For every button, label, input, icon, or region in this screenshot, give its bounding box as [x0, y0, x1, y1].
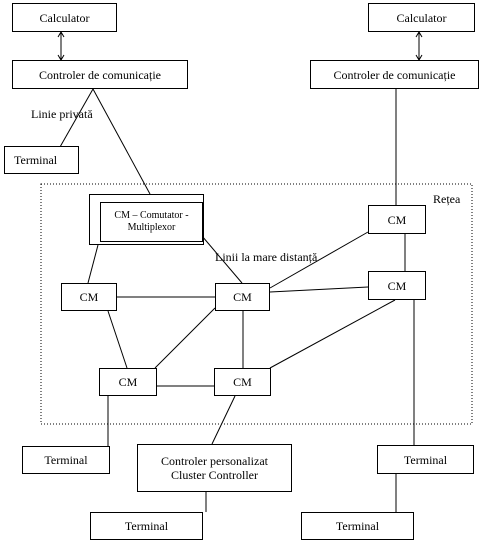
cluster-controller-line2: Cluster Controller — [171, 468, 258, 482]
wire-cm-bottom-center-to-cluster — [211, 395, 236, 445]
wire-cm-center-to-cm-right-mid — [269, 286, 369, 293]
network-label: Rețea — [433, 192, 461, 206]
wire-private-line — [59, 88, 94, 148]
arrow-left-calculator-controller — [57, 31, 65, 61]
cm-multiplexer-line2: Multiplexor — [127, 222, 176, 233]
terminal-very-bottom-left-label: Terminal — [124, 519, 169, 533]
wire-cm-center-to-cm-right-top — [269, 231, 369, 289]
arrow-right-calculator-controller — [415, 31, 423, 61]
calculator-right-label: Calculator — [396, 10, 447, 25]
cm-right-mid-label: CM — [387, 278, 407, 293]
cm-multiplexer-outer: CM – Comutator - Multiplexor — [89, 194, 204, 245]
cm-bottom-center: CM — [214, 368, 271, 396]
cm-right-top-label: CM — [387, 212, 407, 227]
calculator-left-label: Calculator — [39, 10, 90, 25]
cm-multiplexer: CM – Comutator - Multiplexor — [100, 202, 203, 242]
wire-mux-to-cm-center — [201, 235, 243, 284]
wire-cm-center-to-cm-bottom-left — [154, 307, 216, 369]
terminal-top-left: Terminal — [4, 146, 79, 174]
cm-bottom-left: CM — [99, 368, 157, 396]
terminal-bottom-left: Terminal — [22, 446, 110, 474]
controller-left-label: Controler de comunicație — [39, 67, 161, 82]
terminal-top-left-label: Terminal — [14, 153, 58, 167]
cluster-controller-line1: Controler personalizat — [161, 454, 268, 468]
calculator-left: Calculator — [12, 3, 117, 32]
terminal-very-bottom-right: Terminal — [301, 512, 414, 540]
network-boundary — [40, 183, 473, 425]
cm-bottom-center-label: CM — [233, 375, 252, 389]
wire-mux-to-cm-left — [87, 244, 99, 284]
calculator-right: Calculator — [368, 3, 475, 32]
cm-left: CM — [61, 283, 117, 311]
wire-controller-to-mux — [92, 88, 151, 195]
controller-left: Controler de comunicație — [12, 60, 188, 89]
wire-cm-bottom-center-to-right-mid — [269, 299, 396, 369]
terminal-bottom-right-label: Terminal — [403, 452, 448, 467]
wire-cm-left-to-cm-bottom-left — [107, 310, 128, 369]
terminal-bottom-right: Terminal — [377, 445, 474, 474]
cm-center: CM — [215, 283, 270, 311]
terminal-very-bottom-right-label: Terminal — [335, 519, 380, 533]
cluster-controller: Controler personalizat Cluster Controlle… — [137, 444, 292, 492]
cm-left-label: CM — [79, 290, 99, 304]
cm-bottom-left-label: CM — [118, 375, 138, 389]
long-distance-lines-label: Linii la mare distanță — [215, 250, 318, 264]
cm-center-label: CM — [233, 290, 252, 304]
terminal-very-bottom-left: Terminal — [90, 512, 203, 540]
cm-multiplexer-line1: CM – Comutator - — [114, 210, 189, 221]
cm-right-top: CM — [368, 205, 426, 234]
controller-right-label: Controler de comunicație — [333, 67, 456, 82]
cm-right-mid: CM — [368, 271, 426, 300]
controller-right: Controler de comunicație — [310, 60, 479, 89]
private-line-label: Linie privată — [31, 107, 93, 121]
terminal-bottom-left-label: Terminal — [44, 453, 88, 467]
